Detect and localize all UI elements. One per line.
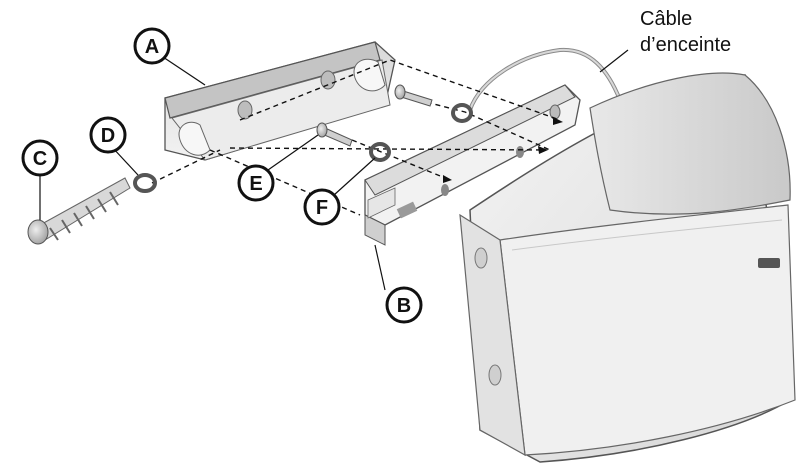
washer-upper (451, 103, 473, 123)
bracket-b (364, 84, 581, 246)
callout-d: D (89, 116, 127, 154)
wall-anchor-c (27, 177, 131, 245)
svg-text:A: A (145, 36, 159, 58)
svg-text:C: C (33, 148, 47, 170)
svg-text:D: D (101, 125, 115, 147)
cable-label-leader (599, 49, 629, 73)
callout-f: F (303, 188, 341, 226)
svg-text:B: B (397, 295, 411, 317)
callout-leaders (39, 54, 386, 291)
speaker (459, 72, 796, 463)
callout-a: A (133, 27, 171, 65)
speaker-cable-label-line1: Câble (640, 8, 693, 30)
callout-c: C (21, 139, 59, 177)
callout-b: B (385, 286, 423, 324)
speaker-logo (758, 258, 780, 268)
washer-d (133, 173, 157, 193)
svg-text:F: F (316, 197, 328, 219)
callout-e: E (237, 164, 275, 202)
speaker-cable-label-line2: d’enceinte (640, 34, 732, 56)
wall-plate-a (164, 41, 396, 161)
washer-f (369, 142, 391, 162)
screw-upper (394, 84, 473, 123)
screw-e (316, 122, 353, 147)
svg-text:E: E (249, 173, 262, 195)
speaker-cable-label: Câble d’enceinte (640, 6, 731, 58)
